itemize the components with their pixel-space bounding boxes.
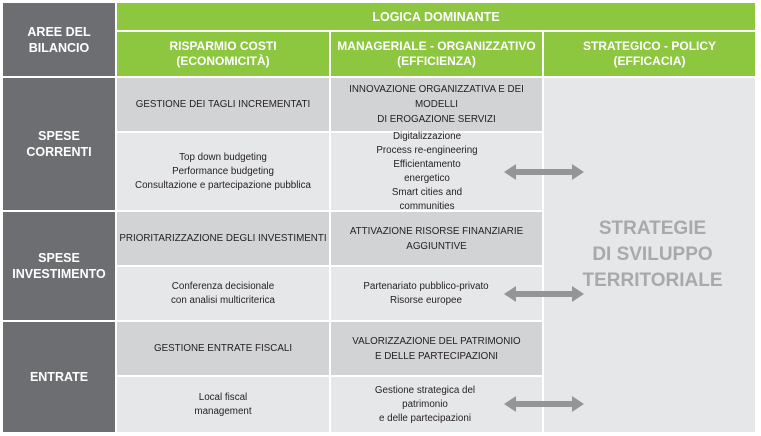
row-label-text: ENTRATE (29, 370, 89, 384)
row-label-current: SPESE CORRENTI (3, 78, 115, 210)
row-label-investment: SPESE INVESTIMENTO (3, 212, 115, 320)
double-arrow-icon (504, 396, 584, 412)
cell-title-text: GESTIONE DEI TAGLI INCREMENTATI (135, 99, 311, 110)
cell-managerial-title: ATTIVAZIONE RISORSE FINANZIARIE AGGIUNTI… (331, 212, 542, 265)
cell-items-text: Conferenza decisionale con analisi multi… (171, 280, 275, 306)
header-column-cost: RISPARMIO COSTI (ECONOMICITÀ) (117, 32, 329, 76)
cell-items-text: Top down budgeting Performance budgeting… (135, 151, 311, 191)
cell-managerial-title: VALORIZZAZIONE DEL PATRIMONIO E DELLE PA… (331, 322, 542, 375)
cell-title-text: INNOVAZIONE ORGANIZZATIVA E DEI MODELLI … (349, 84, 524, 125)
header-column-label: RISPARMIO COSTI (ECONOMICITÀ) (169, 39, 277, 68)
header-areas: AREE DEL BILANCIO (3, 3, 115, 76)
strategy-text: STRATEGIE DI SVILUPPO TERRITORIALE (582, 218, 723, 291)
cell-items-text: Gestione strategica del patrimonio e del… (374, 384, 476, 424)
cell-cost-items: Conferenza decisionale con analisi multi… (117, 267, 329, 320)
double-arrow-icon (504, 286, 584, 302)
cell-items-text: Local fiscal management (194, 391, 252, 417)
cell-title-text: VALORIZZAZIONE DEL PATRIMONIO E DELLE PA… (352, 335, 521, 362)
row-label-text: SPESE INVESTIMENTO (12, 251, 106, 281)
cell-title-text: PRIORITARIZZAZIONE DEGLI INVESTIMENTI (119, 233, 327, 244)
double-arrow-icon (504, 164, 584, 180)
header-column-managerial: MANAGERIALE - ORGANIZZATIVO (EFFICIENZA) (331, 32, 542, 76)
header-logic: LOGICA DOMINANTE (117, 3, 755, 30)
header-logic-label: LOGICA DOMINANTE (372, 9, 500, 24)
row-label-revenue: ENTRATE (3, 322, 115, 432)
cell-items-text: Partenariato pubblico-privato Risorse eu… (363, 280, 489, 306)
cell-title-text: GESTIONE ENTRATE FISCALI (153, 343, 293, 354)
cell-items-text: Digitalizzazione Process re-engineering … (376, 130, 478, 212)
header-column-strategic: STRATEGICO - POLICY (EFFICACIA) (544, 32, 755, 76)
cell-cost-items: Local fiscal management (117, 377, 329, 432)
header-column-label: MANAGERIALE - ORGANIZZATIVO (EFFICIENZA) (337, 39, 536, 68)
header-areas-label: AREE DEL BILANCIO (27, 24, 91, 55)
row-label-text: SPESE CORRENTI (26, 129, 92, 159)
cell-cost-title: GESTIONE ENTRATE FISCALI (117, 322, 329, 375)
cell-cost-items: Top down budgeting Performance budgeting… (117, 133, 329, 210)
cell-cost-title: PRIORITARIZZAZIONE DEGLI INVESTIMENTI (117, 212, 329, 265)
cell-managerial-title: INNOVAZIONE ORGANIZZATIVA E DEI MODELLI … (331, 78, 542, 131)
cell-title-text: ATTIVAZIONE RISORSE FINANZIARIE AGGIUNTI… (349, 225, 524, 252)
cell-cost-title: GESTIONE DEI TAGLI INCREMENTATI (117, 78, 329, 131)
strategy-panel: STRATEGIE DI SVILUPPO TERRITORIALE (544, 78, 755, 432)
header-column-label: STRATEGICO - POLICY (EFFICACIA) (582, 39, 717, 68)
